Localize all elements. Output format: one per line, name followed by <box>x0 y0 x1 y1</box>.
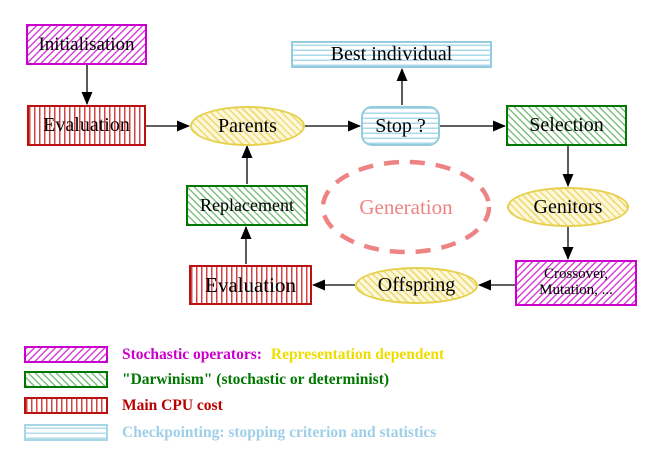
node-parents: Parents <box>190 106 305 146</box>
legend-text-representation-dependent: Representation dependent <box>270 346 445 363</box>
legend-swatch-checkpointing <box>24 424 108 441</box>
legend-text-darwinism: "Darwinism" (stochastic or determinist) <box>122 371 390 388</box>
crossover-label-line1: Crossover, <box>544 266 608 283</box>
node-selection: Selection <box>506 105 627 146</box>
node-genitors: Genitors <box>507 187 629 227</box>
legend-text-checkpointing: Checkpointing: stopping criterion and st… <box>122 424 437 441</box>
node-initialisation: Initialisation <box>26 24 147 65</box>
node-replacement: Replacement <box>186 185 308 226</box>
node-crossover-mutation: Crossover, Mutation, ... <box>515 260 637 306</box>
legend-text-stochastic-operators-primary: Stochastic operators: <box>122 346 262 363</box>
legend-text-main-cpu-cost: Main CPU cost <box>122 397 223 414</box>
node-stop: Stop ? <box>361 106 440 146</box>
legend-swatch-darwinism <box>24 371 108 388</box>
generation-dashed-ellipse <box>320 159 492 255</box>
legend-swatch-stochastic-operators <box>24 346 108 363</box>
legend-text-stochastic-operators: Stochastic operators: Representation depe… <box>122 345 444 364</box>
node-evaluation-bottom: Evaluation <box>189 265 312 305</box>
crossover-label-line2: Mutation, ... <box>539 282 613 298</box>
node-evaluation-top: Evaluation <box>27 105 146 146</box>
legend-swatch-main-cpu-cost <box>24 397 108 414</box>
node-offspring: Offspring <box>355 267 478 304</box>
node-best-individual: Best individual <box>291 41 492 68</box>
generation-label: Generation <box>359 194 453 219</box>
